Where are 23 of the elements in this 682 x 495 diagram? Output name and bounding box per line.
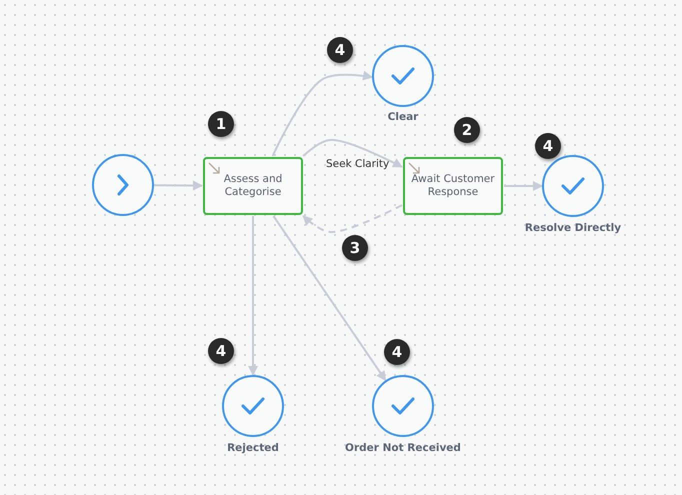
callout-number: 4 xyxy=(208,338,234,364)
callout-number: 4 xyxy=(327,37,353,63)
callout-number: 2 xyxy=(454,117,480,143)
arrow xyxy=(504,181,543,191)
arrow xyxy=(302,204,402,233)
task-label: Assess and Categorise xyxy=(222,173,284,199)
arrow xyxy=(302,139,403,168)
arrow xyxy=(154,180,203,191)
task-box xyxy=(403,157,503,215)
callout-number: 3 xyxy=(342,235,368,261)
event-label: Rejected xyxy=(226,442,280,454)
task-label: Await Customer Response xyxy=(410,173,496,199)
event-label: Resolve Directly xyxy=(524,222,622,234)
event-label: Clear xyxy=(386,111,420,123)
arrow xyxy=(272,70,373,156)
task-box xyxy=(203,157,303,215)
callout-number: 4 xyxy=(535,133,561,159)
arrow xyxy=(248,216,258,376)
event-label: Order Not Received xyxy=(344,442,462,454)
callout-number: 4 xyxy=(384,339,410,365)
edge-label: Seek Clarity xyxy=(325,158,390,170)
arrow xyxy=(272,215,386,382)
callout-number: 1 xyxy=(208,111,234,137)
